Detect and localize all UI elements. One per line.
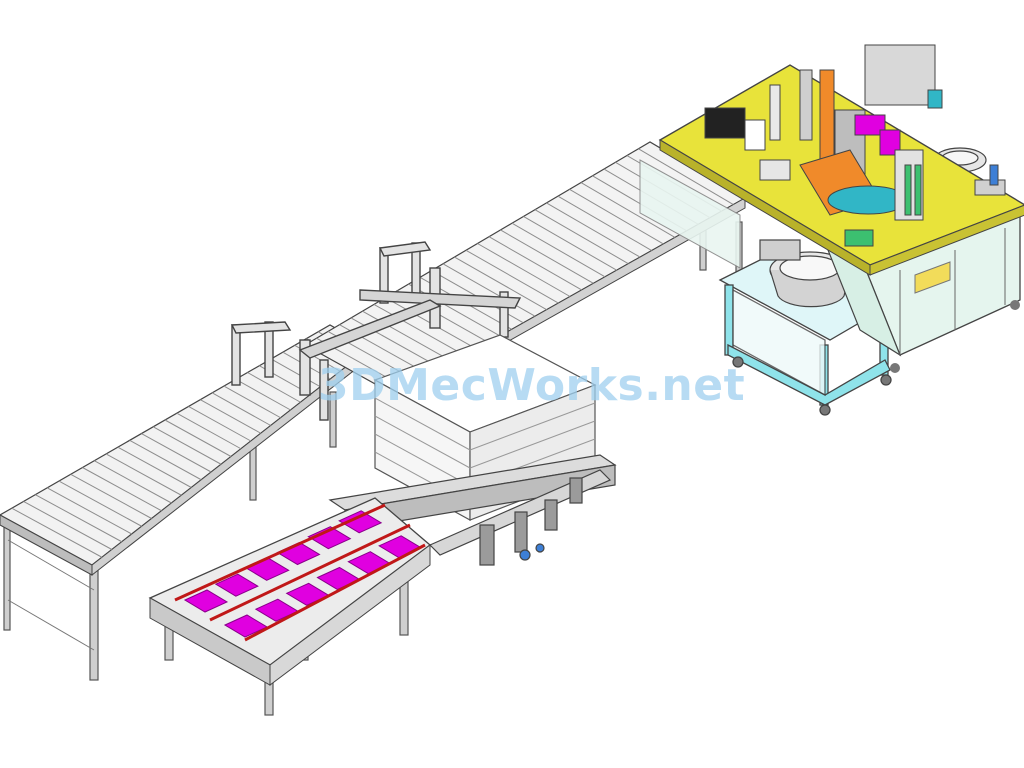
roller (94, 460, 172, 504)
roller (546, 202, 641, 258)
left-roller-conveyor (0, 324, 372, 681)
tray (338, 510, 383, 534)
roller (164, 419, 232, 457)
roller (11, 507, 103, 558)
stacking-gantries (230, 241, 522, 421)
roller (247, 372, 301, 403)
roller (500, 229, 594, 284)
roller (477, 243, 571, 297)
roller (105, 453, 182, 496)
roller (638, 148, 734, 205)
roller (141, 433, 212, 473)
roller (46, 487, 132, 535)
roller (557, 195, 652, 251)
watermark-text: 3DMecWorks.net (318, 360, 746, 411)
roller (58, 480, 142, 527)
roller (488, 236, 582, 291)
roller (129, 439, 202, 481)
assembly-workstation (658, 44, 1024, 373)
roller (580, 182, 676, 238)
roller (70, 473, 152, 519)
roller (152, 426, 222, 465)
roller (373, 303, 466, 357)
tray (214, 573, 259, 597)
roller (465, 249, 559, 304)
roller (200, 399, 262, 434)
roller (534, 209, 629, 265)
roller (23, 500, 113, 550)
roller (270, 358, 321, 388)
roller (82, 467, 162, 512)
tray (307, 526, 352, 550)
roller (454, 256, 547, 311)
roller (511, 222, 606, 278)
roller (35, 494, 123, 543)
vibratory-bowl-feeder (759, 147, 987, 308)
roller (117, 446, 192, 488)
roller (223, 385, 281, 419)
roller (523, 216, 617, 271)
roller (569, 188, 664, 245)
roller (188, 405, 252, 442)
roller (211, 392, 271, 426)
tray (183, 589, 229, 613)
roller (176, 412, 242, 450)
roller (235, 378, 291, 411)
roller (442, 263, 536, 317)
tray-cart (148, 497, 432, 716)
